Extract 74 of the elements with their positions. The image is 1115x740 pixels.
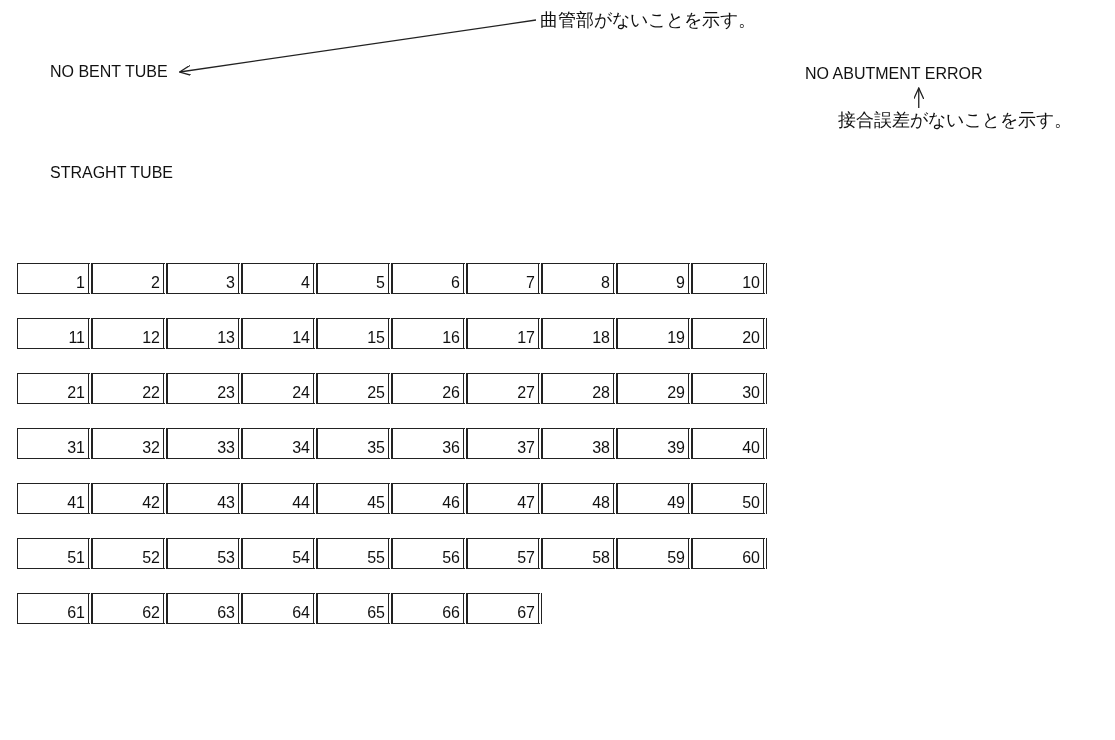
section-label: STRAGHT TUBE [50,163,173,183]
tube-segment-box: 60 [692,538,767,569]
tube-segment-box: 28 [542,373,617,404]
tube-segment-box: 55 [317,538,392,569]
tube-segment-box: 8 [542,263,617,294]
tube-segment-box: 17 [467,318,542,349]
annotation-text: 曲管部がないことを示す。 [540,10,756,30]
tube-segment-box: 32 [92,428,167,459]
tube-segment-box: 54 [242,538,317,569]
tube-segment-box: 20 [692,318,767,349]
tube-segment-box: 52 [92,538,167,569]
tube-segment-box: 4 [242,263,317,294]
tube-segment-box: 59 [617,538,692,569]
tube-segment-box: 67 [467,593,542,624]
arrow [913,87,925,109]
tube-segment-box: 24 [242,373,317,404]
tube-segment-box: 56 [392,538,467,569]
tube-segment-box: 10 [692,263,767,294]
tube-segment-box: 21 [17,373,92,404]
tube-segment-box: 34 [242,428,317,459]
tube-segment-box: 12 [92,318,167,349]
arrow [179,19,537,76]
tube-segment-box: 3 [167,263,242,294]
tube-segment-box: 11 [17,318,92,349]
tube-segment-box: 36 [392,428,467,459]
tube-segment-box: 19 [617,318,692,349]
tube-segment-box: 49 [617,483,692,514]
tube-segment-box: 18 [542,318,617,349]
tube-segment-box: 58 [542,538,617,569]
tube-segment-box: 35 [317,428,392,459]
tube-segment-box: 16 [392,318,467,349]
tube-segment-box: 2 [92,263,167,294]
tube-segment-box: 9 [617,263,692,294]
tube-segment-box: 40 [692,428,767,459]
tube-segment-box: 53 [167,538,242,569]
tube-segment-box: 63 [167,593,242,624]
tube-segment-box: 66 [392,593,467,624]
tube-segment-box: 50 [692,483,767,514]
tube-segment-box: 37 [467,428,542,459]
tube-segment-box: 26 [392,373,467,404]
tube-segment-box: 39 [617,428,692,459]
tube-segment-box: 61 [17,593,92,624]
status-text: NO BENT TUBE [50,62,168,82]
tube-segment-box: 44 [242,483,317,514]
tube-segment-box: 15 [317,318,392,349]
tube-segment-box: 47 [467,483,542,514]
tube-segment-box: 65 [317,593,392,624]
tube-segment-box: 41 [17,483,92,514]
tube-segment-box: 7 [467,263,542,294]
tube-segment-box: 22 [92,373,167,404]
tube-segment-box: 57 [467,538,542,569]
tube-segment-box: 14 [242,318,317,349]
tube-segment-box: 30 [692,373,767,404]
tube-segment-box: 43 [167,483,242,514]
tube-segment-box: 45 [317,483,392,514]
tube-segment-box: 25 [317,373,392,404]
tube-segment-box: 13 [167,318,242,349]
tube-segment-box: 42 [92,483,167,514]
tube-segment-box: 27 [467,373,542,404]
tube-segment-box: 29 [617,373,692,404]
tube-segment-box: 51 [17,538,92,569]
tube-segment-box: 48 [542,483,617,514]
tube-segment-box: 64 [242,593,317,624]
tube-segment-box: 1 [17,263,92,294]
tube-segment-box: 31 [17,428,92,459]
tube-segment-box: 38 [542,428,617,459]
tube-segment-box: 46 [392,483,467,514]
tube-segment-box: 62 [92,593,167,624]
tube-segment-box: 33 [167,428,242,459]
tube-segment-box: 5 [317,263,392,294]
tube-segment-box: 6 [392,263,467,294]
status-text: NO ABUTMENT ERROR [805,64,983,84]
tube-segment-box: 23 [167,373,242,404]
annotation-text: 接合誤差がないことを示す。 [838,110,1072,130]
